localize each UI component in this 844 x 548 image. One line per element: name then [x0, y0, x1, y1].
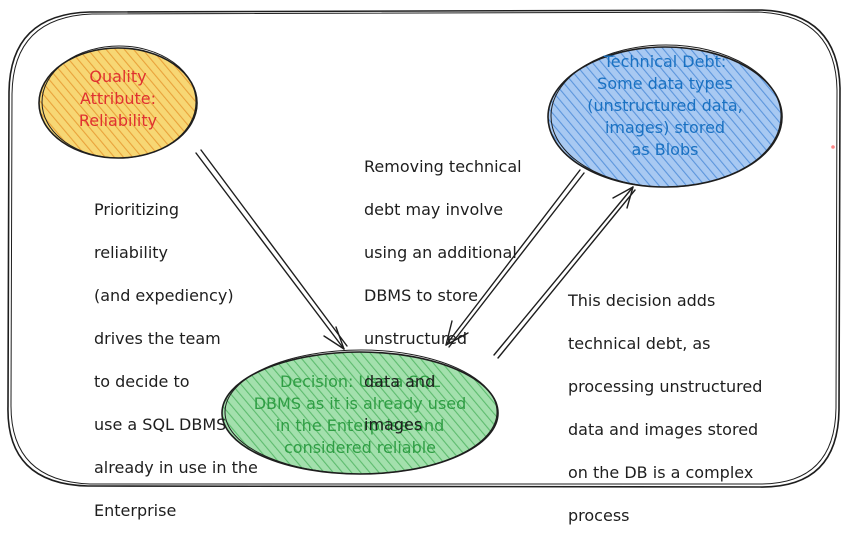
quality-attribute-label: Quality Attribute: Reliability — [78, 67, 158, 130]
arrow-decision-to-debt — [493, 186, 636, 359]
note-decision-adds-debt: This decision adds technical debt, as pr… — [568, 290, 763, 525]
note-removing-technical-debt: Removing technical debt may involve usin… — [364, 156, 522, 434]
stray-dot — [831, 145, 835, 149]
frame — [7, 9, 841, 488]
arrow-quality-to-decision — [195, 149, 348, 350]
note-prioritizing-reliability: Prioritizing reliability (and expediency… — [94, 199, 258, 520]
decision-label: Decision: Use a SQL DBMS as it is alread… — [253, 372, 467, 457]
quality-ellipse — [38, 45, 198, 159]
arrow-debt-to-decision — [445, 169, 585, 348]
technical-debt-ellipse — [547, 44, 783, 188]
decision-ellipse — [221, 349, 499, 475]
diagram-canvas — [7, 9, 841, 488]
technical-debt-label: Technical Debt: Some data types (unstruc… — [587, 52, 743, 159]
